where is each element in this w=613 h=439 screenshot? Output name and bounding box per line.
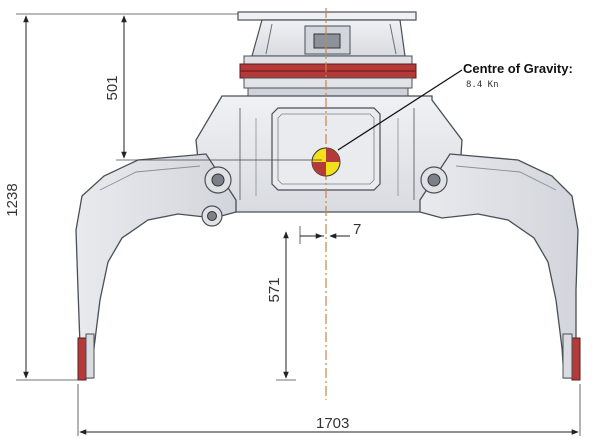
left-jaw-tip <box>77 337 87 381</box>
cg-value: 8.4 Kn <box>466 80 499 90</box>
dim-upper-height-label: 501 <box>104 75 121 100</box>
cg-title: Centre of Gravity: <box>463 61 573 76</box>
dim-total-height: 1238 <box>4 15 29 379</box>
dim-upper-height: 501 <box>104 15 127 159</box>
dim-lower-height-label: 571 <box>266 277 283 302</box>
extension-lines <box>16 13 581 436</box>
dim-offset: 7 <box>300 221 361 239</box>
dim-lower-height: 571 <box>266 231 289 379</box>
dim-offset-label: 7 <box>353 221 361 238</box>
dim-total-height-label: 1238 <box>4 183 21 216</box>
cg-leader-line <box>337 69 463 151</box>
centre-of-gravity: Centre of Gravity: 8.4 Kn <box>311 61 573 177</box>
mounting-plate <box>237 11 417 21</box>
right-jaw-tip <box>571 337 581 381</box>
rotator-motor <box>313 33 341 49</box>
right-jaw <box>419 153 581 381</box>
left-jaw <box>75 153 237 381</box>
dim-open-width: 1703 <box>79 415 579 435</box>
dim-open-width-label: 1703 <box>316 415 349 432</box>
